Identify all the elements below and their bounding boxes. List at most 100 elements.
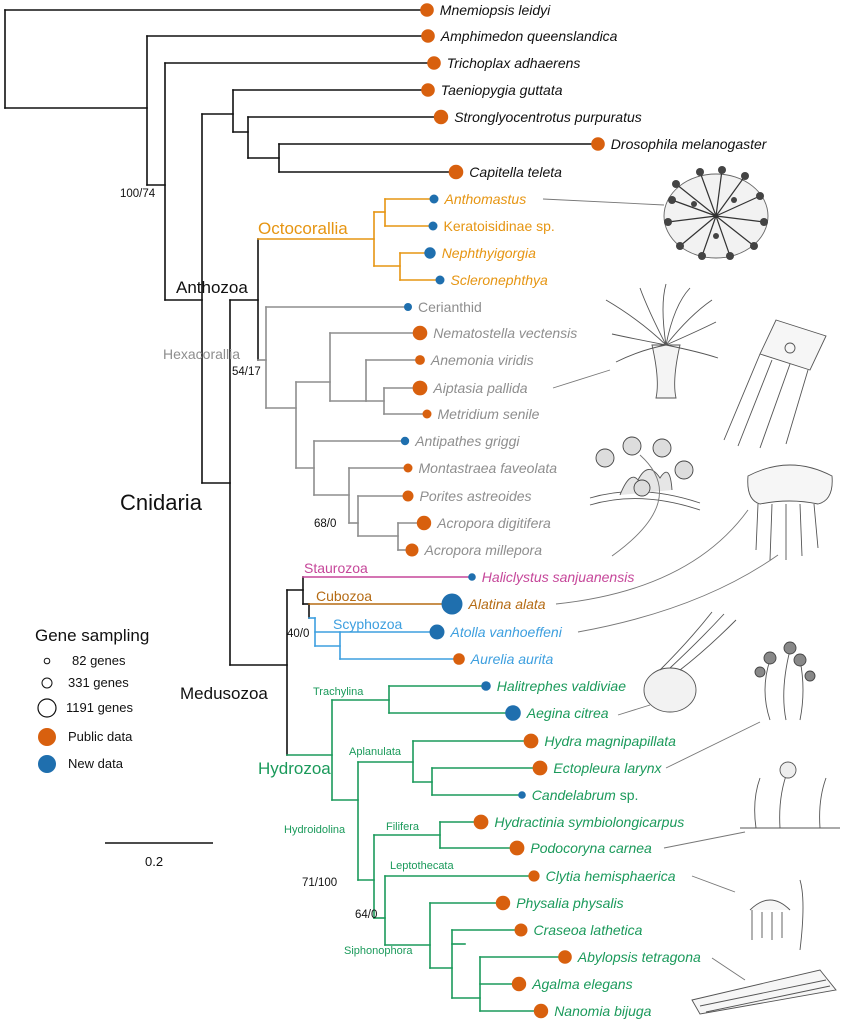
tip-label-acropora_m: Acropora millepora (424, 542, 543, 558)
tip-dot-nanomia (533, 1003, 549, 1019)
legend-size-331-dot (41, 677, 53, 689)
tip-dot-scleronephthya (435, 275, 445, 285)
tip-dot-montastraea (403, 463, 413, 473)
tip-label-strongylo: Stronglyocentrotus purpuratus (454, 109, 642, 125)
tip-label-mnemiopsis: Mnemiopsis leidyi (440, 2, 551, 18)
support-value: 54/17 (232, 366, 261, 378)
tip-label-podocoryna: Podocoryna carnea (530, 840, 652, 856)
legend-title: Gene sampling (35, 626, 149, 645)
scyphomedusa-illustration (747, 464, 833, 561)
support-values: 100/74 54/17 68/0 40/0 71/100 64/0 (120, 188, 377, 921)
support-value: 40/0 (287, 628, 309, 640)
tip-dot-metridium (422, 409, 432, 419)
tip-dot-nephthyigorgia (424, 247, 436, 259)
tip-label-nanomia: Nanomia bijuga (554, 1003, 651, 1019)
tip-dot-clytia (528, 870, 540, 882)
tip-dot-trichoplax (427, 56, 441, 70)
illustrations (542, 166, 840, 1015)
tip-dot-candelabrum (518, 791, 526, 799)
tree-branches (4, 9, 599, 1012)
tip-label-capitella: Capitella teleta (469, 164, 562, 180)
legend-size-1191-dot (37, 698, 57, 718)
support-value: 68/0 (314, 518, 336, 530)
tip-dot-acropora_d (416, 515, 432, 531)
legend-size-82-dot (43, 657, 51, 665)
legend-size-331-label: 331 genes (68, 675, 129, 690)
clade-label-leptothecata: Leptothecata (390, 860, 454, 872)
clade-label-aplanulata: Aplanulata (349, 746, 402, 758)
tip-dot-amphimedon (421, 29, 435, 43)
clade-label-scyphozoa: Scyphozoa (333, 616, 402, 632)
scale-bar-label: 0.2 (145, 854, 163, 869)
legend: Gene sampling 82 genes 331 genes 1191 ge… (35, 626, 149, 773)
tip-label-halitrephes: Halitrephes valdiviae (497, 678, 626, 694)
tip-label-trichoplax: Trichoplax adhaerens (447, 55, 581, 71)
clytia-illustration (749, 879, 804, 951)
tip-label-antipathes: Antipathes griggi (414, 433, 520, 449)
tip-label-aegina: Aegina citrea (526, 705, 609, 721)
tip-label-metridium: Metridium senile (438, 406, 540, 422)
tip-dot-nematostella (412, 325, 428, 341)
tip-label-aiptasia: Aiptasia pallida (432, 380, 527, 396)
support-value: 71/100 (302, 877, 337, 889)
clade-label-cubozoa: Cubozoa (316, 588, 372, 604)
tip-dot-strongylo (433, 109, 449, 125)
tip-label-ectopleura: Ectopleura larynx (553, 760, 662, 776)
tip-label-craseoa: Craseoa lathetica (534, 922, 643, 938)
clade-label-trachylina: Trachylina (313, 686, 364, 698)
tip-label-physalia: Physalia physalis (516, 895, 623, 911)
tip-label-candelabrum: Candelabrum sp. (532, 787, 639, 803)
tip-dot-mnemiopsis (420, 3, 434, 17)
tip-dot-hydractinia (473, 814, 489, 830)
clade-label-staurozoa: Staurozoa (304, 560, 368, 576)
tip-dot-cerianthid (404, 303, 412, 311)
legend-size-1191-label: 1191 genes (66, 700, 133, 715)
legend-size-82-label: 82 genes (72, 653, 126, 668)
tip-dot-atolla (429, 624, 445, 640)
tip-dot-antipathes (400, 436, 410, 446)
tip-dot-haliclystus (468, 573, 476, 581)
tip-label-haliclystus: Haliclystus sanjuanensis (482, 569, 635, 585)
octocoral-illustration (663, 166, 769, 260)
tip-dot-ectopleura (532, 760, 548, 776)
tip-label-clytia: Clytia hemisphaerica (546, 868, 676, 884)
tip-dot-acropora_m (405, 543, 419, 557)
tip-label-cerianthid: Cerianthid (418, 299, 482, 315)
scale-bar: 0.2 (105, 842, 213, 869)
tip-dot-aiptasia (412, 380, 428, 396)
legend-public-label: Public data (68, 729, 133, 744)
tip-label-nematostella: Nematostella vectensis (433, 325, 577, 341)
tip-dot-drosophila (591, 137, 605, 151)
anemone-illustration (605, 283, 719, 399)
tip-dots (400, 3, 605, 1019)
tip-label-hydractinia: Hydractinia symbiolongicarpus (494, 814, 684, 830)
clade-label-hydroidolina: Hydroidolina (284, 824, 346, 836)
tip-label-porites: Porites astreoides (420, 488, 532, 504)
hydractinia-illustration (740, 761, 840, 829)
tip-label-nephthyigorgia: Nephthyigorgia (442, 245, 536, 261)
tip-dot-craseoa (514, 923, 528, 937)
tip-label-montastraea: Montastraea faveolata (419, 460, 558, 476)
hydroid-illustration (754, 641, 816, 721)
tip-label-aurelia: Aurelia aurita (470, 651, 554, 667)
tip-label-abylopsis: Abylopsis tetragona (577, 949, 701, 965)
tip-dot-capitella (448, 164, 464, 180)
tip-dot-anemonia (415, 355, 425, 365)
tip-label-anemonia: Anemonia viridis (430, 352, 534, 368)
tip-dot-taeniopygia (421, 83, 435, 97)
tip-dot-abylopsis (558, 950, 572, 964)
tip-dot-porites (402, 490, 414, 502)
tip-label-taeniopygia: Taeniopygia guttata (441, 82, 563, 98)
tip-dot-hydra (523, 733, 539, 749)
tip-dot-aurelia (453, 653, 465, 665)
clade-label-siphonophora: Siphonophora (344, 945, 413, 957)
clade-labels: Cnidaria Anthozoa Medusozoa Octocorallia… (120, 219, 454, 957)
clade-label-cnidaria: Cnidaria (120, 490, 203, 515)
legend-public-dot (38, 728, 56, 746)
clade-label-anthozoa: Anthozoa (176, 278, 248, 297)
tip-label-acropora_d: Acropora digitifera (436, 515, 551, 531)
tip-dot-keratoisidinae (428, 221, 438, 231)
